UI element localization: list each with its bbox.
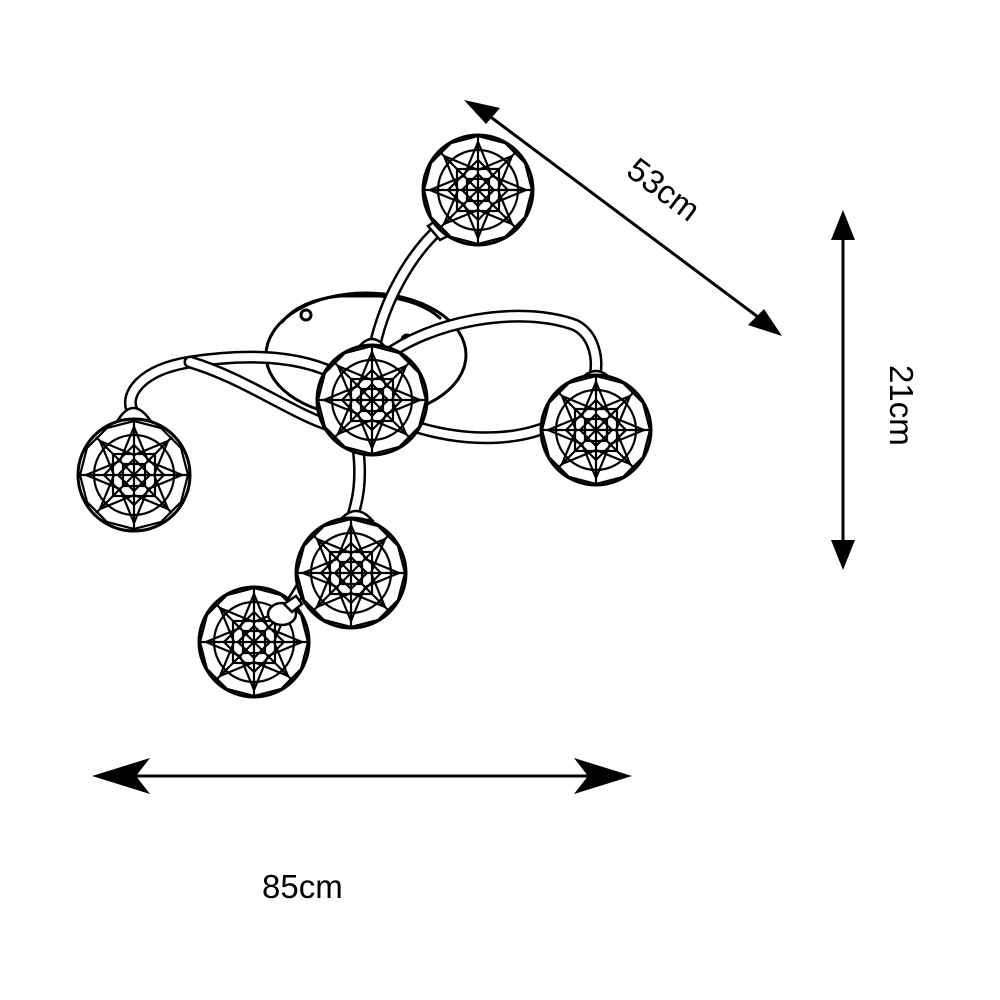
- height-label: 21cm: [883, 365, 920, 446]
- height-dimension: 21cm: [831, 210, 920, 570]
- width-label: 85cm: [262, 868, 343, 905]
- globe-lower-left: [197, 585, 311, 699]
- arrowhead-icon: [831, 210, 855, 240]
- arrowhead-icon: [92, 758, 150, 794]
- width-dimension: 85cm: [92, 758, 632, 905]
- globe-right: [539, 369, 653, 487]
- depth-label: 53cm: [620, 150, 707, 228]
- globe-top: [421, 133, 535, 247]
- arrowhead-icon: [464, 100, 500, 124]
- globe-left: [76, 406, 192, 533]
- arrowhead-icon: [574, 758, 632, 794]
- globe-lower-middle: [294, 509, 408, 630]
- arrowhead-icon: [831, 540, 855, 570]
- globe-center: [315, 337, 429, 457]
- arrowhead-icon: [748, 309, 782, 336]
